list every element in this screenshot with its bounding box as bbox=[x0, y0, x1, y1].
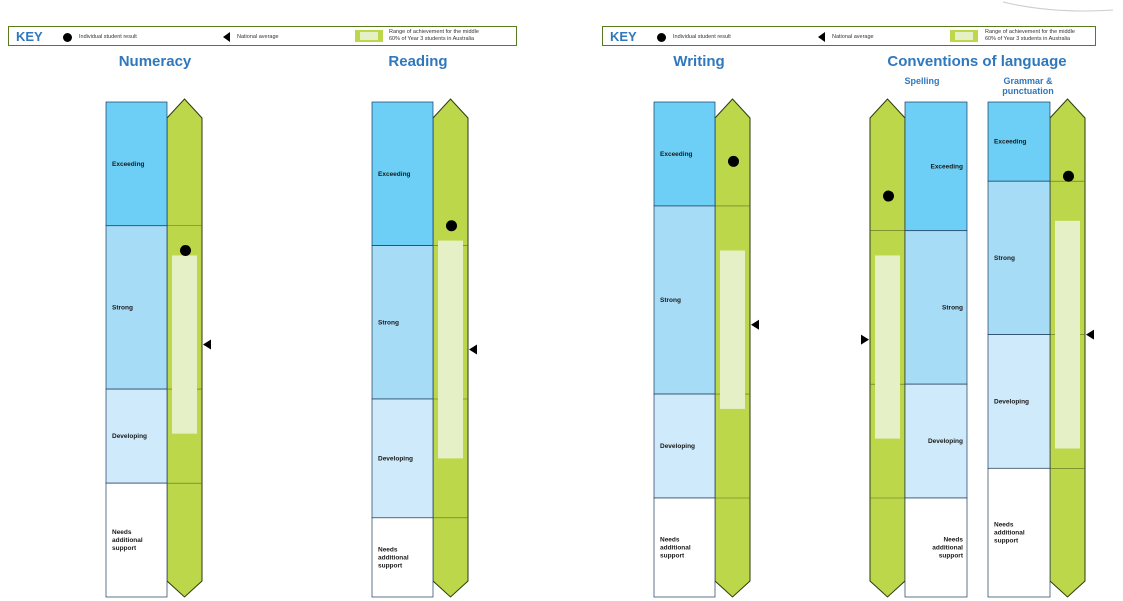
student-result-dot bbox=[728, 155, 739, 167]
band-label-strong: Strong bbox=[378, 319, 399, 326]
band-exceeding bbox=[653, 101, 716, 207]
band-label-exceeding: Exceeding bbox=[930, 163, 963, 170]
middle-60-range bbox=[172, 255, 197, 434]
band-strong bbox=[987, 180, 1051, 335]
writing-title: Writing bbox=[673, 53, 725, 70]
student-result-dot bbox=[883, 190, 894, 202]
band-label-developing: Developing bbox=[660, 443, 695, 450]
band-needs-support bbox=[105, 482, 168, 598]
key-panel-left: KEY Individual student result National a… bbox=[8, 26, 517, 46]
national-average-marker bbox=[203, 339, 211, 350]
numeracy-title: Numeracy bbox=[118, 53, 192, 70]
band-label-developing: Developing bbox=[112, 433, 147, 440]
key-individual-label: Individual student result bbox=[673, 34, 731, 40]
band-label-strong: Strong bbox=[660, 297, 681, 304]
national-average-key-icon bbox=[223, 32, 230, 42]
band-label-developing: Developing bbox=[378, 455, 413, 462]
national-average-marker bbox=[751, 319, 759, 330]
band-exceeding bbox=[371, 101, 434, 246]
student-result-dot bbox=[180, 245, 191, 256]
band-label-strong: Strong bbox=[994, 255, 1015, 262]
band-label-developing: Developing bbox=[994, 398, 1029, 405]
student-result-dot bbox=[446, 220, 457, 232]
band-label-strong: Strong bbox=[112, 304, 133, 311]
key-individual-label: Individual student result bbox=[79, 34, 137, 40]
band-exceeding bbox=[904, 101, 968, 232]
key-panel-right: KEY Individual student result National a… bbox=[602, 26, 1096, 46]
band-label-strong: Strong bbox=[942, 304, 963, 311]
spelling-title: Spelling bbox=[904, 76, 940, 86]
national-average-marker bbox=[469, 344, 477, 355]
decorative-curve bbox=[1002, 1, 1114, 12]
band-strong bbox=[371, 245, 434, 400]
key-range-label-1: Range of achievement for the middle bbox=[985, 29, 1075, 35]
band-developing bbox=[653, 393, 716, 499]
student-result-key-icon bbox=[657, 33, 666, 42]
key-title: KEY bbox=[610, 29, 637, 44]
key-national-label: National average bbox=[832, 34, 874, 40]
middle-60-range bbox=[875, 255, 900, 439]
key-range-label-2: 60% of Year 3 students in Australia bbox=[389, 36, 475, 42]
band-developing bbox=[371, 398, 434, 519]
student-result-key-icon bbox=[63, 33, 72, 42]
key-range-label-2: 60% of Year 3 students in Australia bbox=[985, 36, 1071, 42]
band-label-developing: Developing bbox=[928, 438, 963, 445]
band-developing bbox=[105, 388, 168, 484]
national-average-key-icon bbox=[818, 32, 825, 42]
band-needs-support bbox=[987, 467, 1051, 598]
band-label-exceeding: Exceeding bbox=[112, 161, 145, 168]
band-strong bbox=[904, 230, 968, 385]
middle-60-range bbox=[1055, 220, 1080, 449]
grammar-title: Grammar & punctuation bbox=[1002, 76, 1054, 96]
key-national-label: National average bbox=[237, 34, 279, 40]
band-needs-support bbox=[904, 497, 968, 598]
band-label-exceeding: Exceeding bbox=[660, 151, 693, 158]
range-key-icon bbox=[355, 30, 383, 42]
student-result-dot bbox=[1063, 170, 1074, 182]
band-needs-support bbox=[371, 517, 434, 598]
band-needs-support bbox=[653, 497, 716, 598]
reading-title: Reading bbox=[388, 53, 448, 70]
key-title: KEY bbox=[16, 29, 43, 44]
range-key-icon bbox=[950, 30, 978, 42]
middle-60-range bbox=[720, 250, 745, 409]
national-average-marker bbox=[861, 334, 869, 345]
band-developing bbox=[987, 334, 1051, 469]
key-range-label-1: Range of achievement for the middle bbox=[389, 29, 479, 35]
national-average-marker bbox=[1086, 329, 1094, 340]
conventions-title: Conventions of language bbox=[887, 53, 1067, 70]
band-strong bbox=[653, 205, 716, 395]
band-exceeding bbox=[105, 101, 168, 227]
band-exceeding bbox=[987, 101, 1051, 182]
band-label-exceeding: Exceeding bbox=[994, 139, 1027, 146]
band-developing bbox=[904, 383, 968, 499]
band-label-exceeding: Exceeding bbox=[378, 171, 411, 178]
middle-60-range bbox=[438, 240, 463, 459]
band-strong bbox=[105, 225, 168, 390]
